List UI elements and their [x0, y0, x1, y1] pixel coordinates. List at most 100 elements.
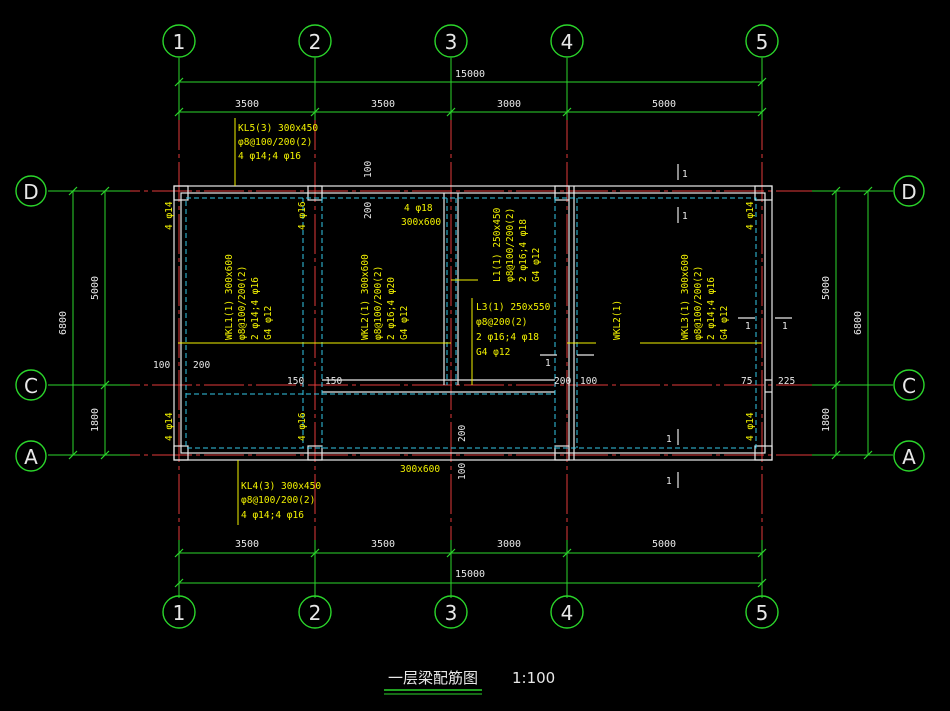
- axis-bubble-4-top: 4: [550, 24, 584, 58]
- small-dimension-labels: 100 200 100 200 150 150 200 100 75 225 2…: [153, 161, 795, 480]
- axis-grid-lines: [48, 58, 893, 598]
- svg-text:4: 4: [561, 601, 574, 625]
- svg-text:φ8@100/200(2): φ8@100/200(2): [237, 266, 248, 340]
- svg-text:1: 1: [782, 321, 788, 332]
- axis-bubble-5-top: 5: [745, 24, 779, 58]
- svg-text:G4 φ12: G4 φ12: [399, 306, 410, 340]
- svg-text:150: 150: [287, 376, 304, 387]
- axis-bubble-3-top: 3: [434, 24, 468, 58]
- svg-text:φ8@100/200(2): φ8@100/200(2): [505, 208, 516, 282]
- label-wkl2-axis4: WKL2(1): [612, 300, 623, 340]
- label-bottom-beam: 300x600: [400, 464, 440, 475]
- dim-left-outer: 6800: [58, 311, 69, 335]
- svg-text:A: A: [24, 445, 38, 469]
- svg-text:300x600: 300x600: [401, 217, 441, 228]
- right-axis-bubbles: D C A: [893, 175, 925, 472]
- svg-text:KL5(3) 300x450: KL5(3) 300x450: [238, 123, 318, 134]
- dim-total-top: 15000: [455, 69, 485, 80]
- svg-text:2 φ16;4 φ20: 2 φ16;4 φ20: [386, 277, 397, 340]
- hidden-beam-lines: [185, 197, 757, 449]
- axis-extension-lines: [48, 58, 893, 598]
- label-top-beam: 4 φ18 300x600: [401, 203, 441, 228]
- dim-right-inner-2: 1800: [821, 408, 832, 432]
- label-wkl1: WKL1(1) 300x600 φ8@100/200(2) 2 φ14;4 φ1…: [224, 254, 274, 340]
- svg-text:L3(1) 250x550: L3(1) 250x550: [476, 302, 551, 313]
- svg-text:1: 1: [682, 211, 688, 222]
- svg-text:D: D: [901, 180, 916, 204]
- dim-right-inner-1: 5000: [821, 276, 832, 300]
- dim-bay-2-bottom: 3500: [371, 539, 395, 550]
- svg-text:4 φ16: 4 φ16: [297, 201, 308, 230]
- svg-text:1: 1: [682, 169, 688, 180]
- svg-text:φ8@200(2): φ8@200(2): [476, 317, 527, 328]
- svg-text:φ8@100/200(2): φ8@100/200(2): [241, 495, 315, 506]
- svg-text:4: 4: [561, 30, 574, 54]
- column-2A: [307, 445, 323, 461]
- column-5A: [754, 445, 773, 461]
- axis-bubble-3-bottom: 3: [434, 595, 468, 629]
- drawing-title: 一层梁配筋图 1:100: [384, 669, 555, 695]
- svg-text:L1(1) 250x450: L1(1) 250x450: [492, 207, 503, 282]
- dim-right-outer: 6800: [853, 311, 864, 335]
- svg-text:4 φ14: 4 φ14: [745, 201, 756, 230]
- svg-text:200: 200: [193, 360, 210, 371]
- right-dimensions: 5000 1800 6800: [821, 186, 873, 460]
- top-dimensions: 15000 3500 3500 3000 5000: [174, 69, 767, 117]
- svg-text:75: 75: [741, 376, 752, 387]
- axis-bubble-2-top: 2: [298, 24, 332, 58]
- column-rebar-labels: 4 φ14 4 φ16 4 φ14 4 φ14 4 φ16 4 φ14: [164, 201, 756, 441]
- svg-text:G4 φ12: G4 φ12: [263, 306, 274, 340]
- label-kl4: KL4(3) 300x450 φ8@100/200(2) 4 φ14;4 φ16: [241, 481, 321, 521]
- svg-text:WKL2(1): WKL2(1): [612, 300, 623, 340]
- svg-text:G4 φ12: G4 φ12: [476, 347, 510, 358]
- title-scale: 1:100: [512, 669, 555, 687]
- svg-text:3: 3: [445, 30, 458, 54]
- dim-left-inner-2: 1800: [90, 408, 101, 432]
- axis-bubble-C-left: C: [15, 369, 47, 401]
- dim-bay-4-bottom: 5000: [652, 539, 676, 550]
- svg-text:φ8@100/200(2): φ8@100/200(2): [238, 137, 312, 148]
- svg-text:1: 1: [545, 358, 551, 369]
- axis-bubble-D-left: D: [15, 175, 47, 207]
- svg-text:φ8@100/200(2): φ8@100/200(2): [373, 266, 384, 340]
- label-kl5: KL5(3) 300x450 φ8@100/200(2) 4 φ14;4 φ16: [238, 123, 318, 162]
- svg-text:200: 200: [554, 376, 571, 387]
- top-axis-bubbles: 1 2 3 4 5: [162, 24, 779, 58]
- label-wkl2: WKL2(1) 300x600 φ8@100/200(2) 2 φ16;4 φ2…: [360, 254, 410, 340]
- section-marks: 1 1 1 1 1 1 1: [540, 164, 792, 488]
- svg-text:2: 2: [309, 601, 322, 625]
- column-5D: [754, 185, 773, 201]
- svg-text:200: 200: [457, 425, 468, 442]
- svg-text:2 φ14;4 φ16: 2 φ14;4 φ16: [250, 277, 261, 340]
- dim-bay-3-bottom: 3000: [497, 539, 521, 550]
- dim-total-bottom: 15000: [455, 569, 485, 580]
- svg-text:1: 1: [666, 476, 672, 487]
- dim-bay-3-top: 3000: [497, 99, 521, 110]
- dim-bay-4-top: 5000: [652, 99, 676, 110]
- svg-text:4 φ16: 4 φ16: [297, 412, 308, 441]
- svg-text:300x600: 300x600: [400, 464, 440, 475]
- svg-text:WKL3(1) 300x600: WKL3(1) 300x600: [680, 254, 691, 340]
- svg-text:A: A: [902, 445, 916, 469]
- svg-text:G4 φ12: G4 φ12: [531, 248, 542, 282]
- axis-bubble-A-left: A: [15, 440, 47, 472]
- svg-text:1: 1: [666, 434, 672, 445]
- svg-text:5: 5: [756, 30, 769, 54]
- axis-bubble-5-bottom: 5: [745, 595, 779, 629]
- svg-text:4 φ14: 4 φ14: [164, 201, 175, 230]
- left-axis-bubbles: D C A: [15, 175, 47, 472]
- svg-text:D: D: [23, 180, 38, 204]
- svg-text:φ8@100/200(2): φ8@100/200(2): [693, 266, 704, 340]
- dim-left-inner-1: 5000: [90, 276, 101, 300]
- axis-bubble-4-bottom: 4: [550, 595, 584, 629]
- column-4A: [554, 445, 570, 461]
- column-2D: [307, 185, 323, 201]
- svg-text:G4 φ12: G4 φ12: [719, 306, 730, 340]
- svg-text:C: C: [24, 374, 38, 398]
- axis-bubble-A-right: A: [893, 440, 925, 472]
- axis-bubble-C-right: C: [893, 369, 925, 401]
- svg-text:4 φ14;4 φ16: 4 φ14;4 φ16: [238, 151, 301, 162]
- dim-bay-2-top: 3500: [371, 99, 395, 110]
- axis-bubble-1-top: 1: [162, 24, 196, 58]
